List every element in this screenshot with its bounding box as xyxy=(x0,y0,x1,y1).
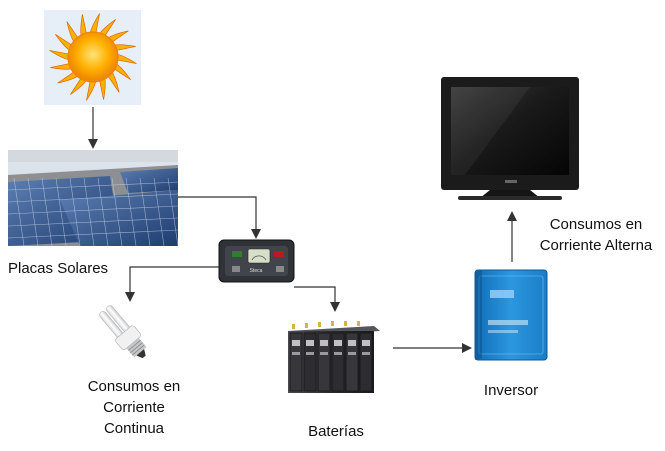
label-ac-loads-line1: Consumos en xyxy=(549,216,643,233)
sun-ray xyxy=(57,71,79,84)
label-dc-loads-line2: Corriente xyxy=(103,399,165,416)
label-dc-loads-line1: Consumos en xyxy=(87,378,181,395)
sun-ray xyxy=(66,21,79,43)
label-dc-loads-line3: Continua xyxy=(103,420,165,437)
battery-cell xyxy=(359,332,373,392)
battery-cell xyxy=(289,332,303,392)
sun-ray xyxy=(116,53,137,64)
flow-arrows xyxy=(88,107,517,353)
batteries-image xyxy=(288,321,380,393)
arrow-panels-to-controller xyxy=(178,196,261,239)
label-dc-loads: Consumos en Corriente Continua xyxy=(80,376,188,439)
sun-ray xyxy=(49,50,70,61)
sun-ray xyxy=(70,77,87,95)
sun-ray xyxy=(86,80,97,101)
arrow-controller-to-dc-loads xyxy=(125,266,219,302)
arrow-controller-to-batteries xyxy=(294,286,340,312)
bulb-icon xyxy=(99,305,147,359)
charge-controller-image: Steca xyxy=(218,239,295,283)
solar-panels-image xyxy=(7,150,179,247)
label-ac-loads-line2: Corriente Alterna xyxy=(539,237,653,254)
svg-text:Steca: Steca xyxy=(250,268,263,274)
label-inverter: Inversor xyxy=(483,382,539,399)
sun-ray xyxy=(113,63,131,80)
sun-ray xyxy=(113,44,136,51)
sun-ray xyxy=(80,14,87,37)
battery-cell xyxy=(345,332,359,392)
sun-ray xyxy=(89,13,100,34)
label-panels: Placas Solares xyxy=(8,260,109,277)
sun-ray xyxy=(107,71,120,93)
label-ac-loads: Consumos en Corriente Alterna xyxy=(530,214,662,256)
inverter-image xyxy=(474,269,548,361)
sun-icon xyxy=(44,10,141,105)
sun-ray xyxy=(99,77,106,100)
sun-ray xyxy=(55,34,73,51)
sun-ray xyxy=(107,30,129,43)
battery-cell xyxy=(331,332,345,392)
tv-image xyxy=(441,77,579,200)
battery-cell xyxy=(317,332,331,392)
sun-ray xyxy=(50,63,73,70)
sun-ray xyxy=(99,19,116,37)
label-batteries: Baterías xyxy=(308,423,364,440)
battery-cell xyxy=(303,332,317,392)
